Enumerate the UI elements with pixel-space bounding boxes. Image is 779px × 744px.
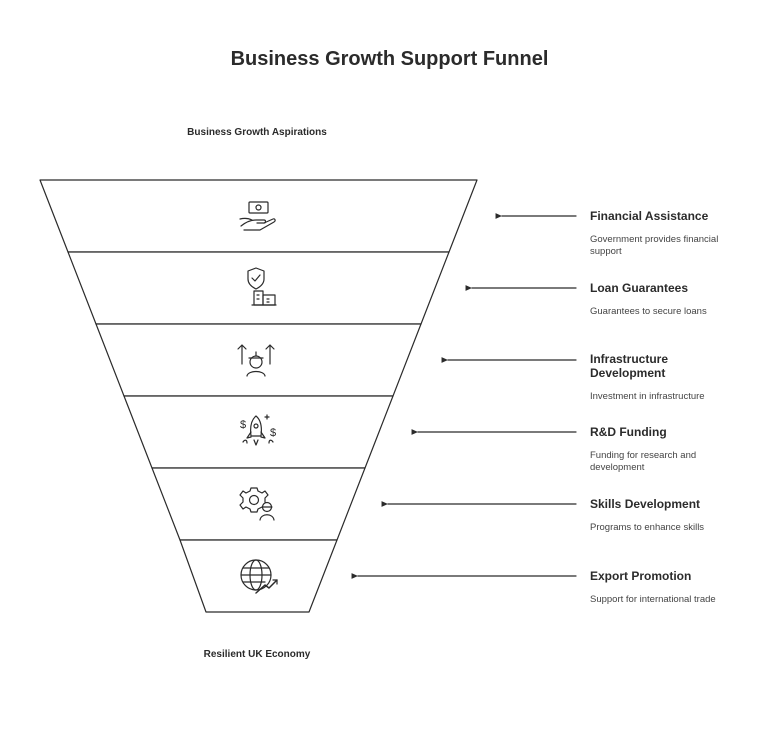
top-caption: Business Growth Aspirations (187, 127, 327, 138)
stage-label-1: Financial Assistance Government provides… (590, 209, 740, 258)
gear-worker-icon (239, 487, 275, 521)
bottom-caption: Resilient UK Economy (203, 649, 311, 660)
svg-text:$: $ (240, 419, 246, 431)
stage-description: Guarantees to secure loans (590, 306, 707, 317)
stage-label-2: Loan Guarantees Guarantees to secure loa… (590, 281, 740, 318)
funnel-stage-4 (123, 395, 394, 469)
stage-description: Programs to enhance skills (590, 522, 705, 533)
stage-description: Investment in infrastructure (590, 391, 705, 402)
stage-heading: Skills Development (590, 497, 701, 511)
funnel-stage-3 (95, 323, 422, 397)
stage-heading: Loan Guarantees (590, 281, 689, 295)
worker-growth-icon (237, 344, 275, 377)
stage-description: Funding for research and development (590, 450, 697, 473)
rocket-dollar-icon: $ $ (240, 414, 276, 446)
stage-heading: R&D Funding (590, 425, 667, 439)
globe-trend-icon (240, 559, 278, 594)
svg-text:$: $ (270, 427, 276, 439)
funnel-stage-1 (39, 179, 478, 253)
stage-heading: Infrastructure Development (590, 352, 669, 380)
shield-building-icon (247, 267, 277, 306)
stage-label-5: Skills Development Programs to enhance s… (590, 497, 740, 534)
stage-description: Support for international trade (590, 594, 716, 605)
stage-description: Government provides financial support (590, 234, 719, 257)
stage-label-4: R&D Funding Funding for research and dev… (590, 425, 740, 474)
funnel-stage-6 (179, 539, 338, 613)
stage-heading: Export Promotion (590, 569, 692, 583)
diagram-title: Business Growth Support Funnel (230, 48, 549, 70)
funnel-stage-5 (151, 467, 366, 541)
stage-heading: Financial Assistance (590, 209, 709, 223)
stage-label-6: Export Promotion Support for internation… (590, 569, 740, 606)
money-hand-icon (239, 201, 276, 231)
stage-label-3: Infrastructure Development Investment in… (590, 352, 740, 403)
